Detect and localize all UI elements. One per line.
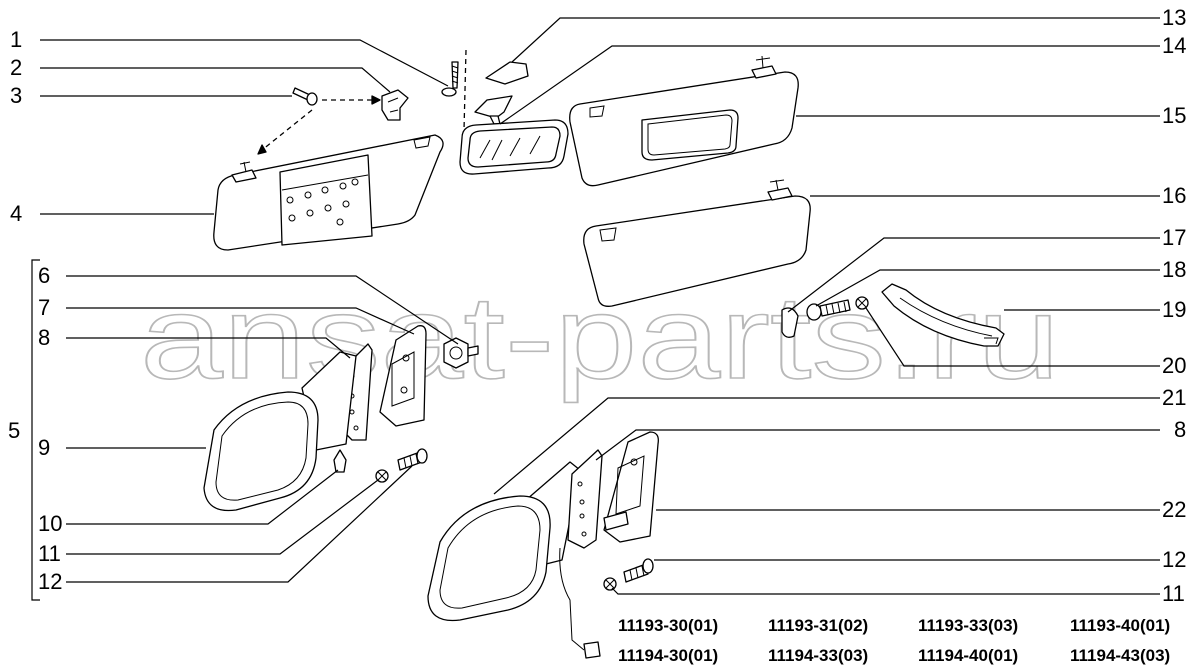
guide-dash-1 xyxy=(463,49,467,131)
part-12-screw-right xyxy=(623,558,654,583)
part-4-sun-visor xyxy=(213,134,444,251)
part-10-clip xyxy=(333,449,347,473)
callout-12-left: 12 xyxy=(38,569,62,594)
part-9-outside-mirror-left xyxy=(203,351,357,512)
callout-9: 9 xyxy=(38,435,50,460)
callout-4: 4 xyxy=(10,201,22,226)
callout-3: 3 xyxy=(10,83,22,108)
part-14-rear-view-mirror xyxy=(459,95,569,175)
callout-16: 16 xyxy=(1162,183,1186,208)
code-row1-1: 11193-30(01) xyxy=(618,616,718,635)
callout-20: 20 xyxy=(1162,353,1186,378)
leader-lines xyxy=(31,17,1160,601)
callout-5: 5 xyxy=(8,418,20,443)
part-6-nut xyxy=(443,337,479,369)
part-15-sun-visor-mirror xyxy=(569,55,799,187)
callout-2: 2 xyxy=(10,55,22,80)
callout-14: 14 xyxy=(1162,33,1186,58)
callout-12-right: 12 xyxy=(1162,547,1186,572)
part-12-screw-left xyxy=(397,448,428,471)
part-3-screw xyxy=(257,87,381,155)
part-16-sun-visor xyxy=(583,179,811,307)
callout-13: 13 xyxy=(1162,5,1186,30)
callout-6: 6 xyxy=(38,263,50,288)
callouts-right: 13 14 15 16 17 18 19 20 21 8 22 12 11 xyxy=(1162,5,1186,606)
part-8-mount-plate-right xyxy=(567,449,603,549)
callout-19: 19 xyxy=(1162,297,1186,322)
callout-15: 15 xyxy=(1162,103,1186,128)
callout-1: 1 xyxy=(10,27,22,52)
callout-18: 18 xyxy=(1162,257,1186,282)
part-17-cap xyxy=(781,307,799,338)
code-row1-3: 11193-33(03) xyxy=(918,616,1018,635)
part-11-washer-right xyxy=(603,577,617,591)
code-row2-3: 11194-40(01) xyxy=(918,646,1018,665)
part-19-handle xyxy=(881,283,1005,347)
part-codes: 11193-30(01) 11193-31(02) 11193-33(03) 1… xyxy=(618,616,1170,665)
part-18-bolt xyxy=(806,299,851,321)
callout-11-left: 11 xyxy=(38,541,61,566)
code-row2-1: 11194-30(01) xyxy=(618,646,718,665)
part-2-clip xyxy=(381,89,409,121)
part-13-cover xyxy=(485,61,529,85)
callout-8-right: 8 xyxy=(1174,417,1186,442)
callouts-left: 1 2 3 4 5 6 7 8 9 10 11 12 xyxy=(8,27,62,594)
callout-7: 7 xyxy=(38,295,50,320)
part-11-washer-left xyxy=(375,469,389,483)
code-row1-4: 11193-40(01) xyxy=(1070,616,1170,635)
callout-11-right: 11 xyxy=(1162,581,1185,606)
part-22-base-cover xyxy=(603,431,659,543)
code-row2-2: 11194-33(03) xyxy=(768,646,868,665)
callout-8-left: 8 xyxy=(38,325,50,350)
code-row2-4: 11194-43(03) xyxy=(1070,646,1170,665)
code-row1-2: 11193-31(02) xyxy=(768,616,868,635)
part-1-screw xyxy=(441,61,459,97)
callout-22: 22 xyxy=(1162,497,1186,522)
callout-21: 21 xyxy=(1162,385,1186,410)
part-7-base-cover xyxy=(379,325,427,427)
callout-17: 17 xyxy=(1162,225,1186,250)
part-20-washer xyxy=(855,296,869,310)
part-21-outside-mirror-right xyxy=(427,461,601,659)
callout-10: 10 xyxy=(38,511,62,536)
